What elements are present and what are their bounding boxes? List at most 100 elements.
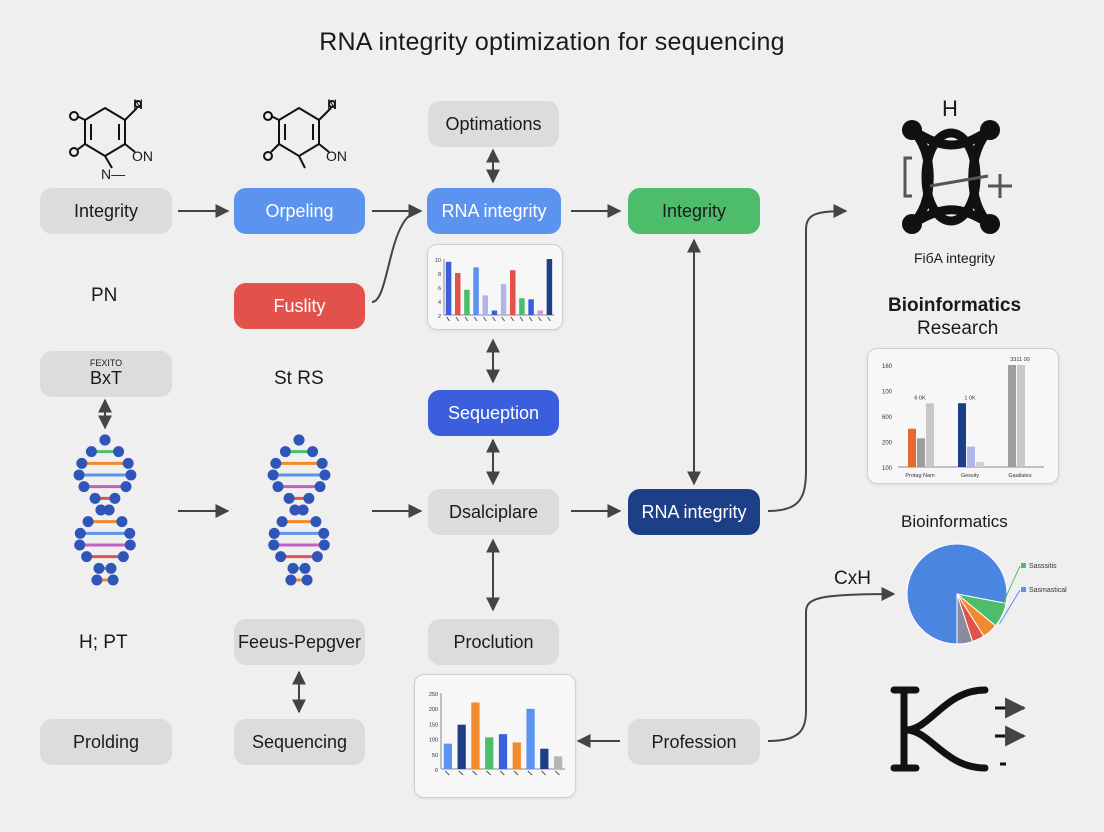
y-tick-label: 100 (429, 738, 438, 744)
dna-node (81, 551, 93, 563)
node-sequeption[interactable]: Sequeption (428, 390, 559, 436)
x-tick (483, 316, 487, 322)
bar (526, 708, 535, 769)
dna-node (272, 481, 284, 493)
dna-node (78, 481, 90, 493)
dna-node (267, 469, 279, 481)
bar (967, 446, 975, 467)
dna-node (310, 516, 322, 528)
dna-node (91, 574, 103, 586)
node-dsalciplare[interactable]: Dsalciplare (428, 489, 559, 535)
y-tick-label: 6 (438, 286, 441, 292)
node-orpeling[interactable]: Orpeling (234, 188, 365, 234)
dna-node (120, 481, 132, 493)
data-label: 1 0K (964, 395, 976, 401)
dna-node (293, 434, 305, 446)
label-h-pt: H; PT (79, 632, 128, 653)
dna-node (275, 551, 287, 563)
atom-label: ON (326, 148, 347, 164)
y-tick-label: 10 (435, 258, 441, 264)
node-bxt[interactable]: FEXITO BxT (40, 351, 172, 397)
dna-node (319, 469, 331, 481)
x-tick (527, 770, 533, 776)
dna-node (124, 527, 136, 539)
y-tick-label: 100 (882, 466, 893, 472)
dna-node (117, 551, 129, 563)
y-tick-label: 160 (882, 364, 893, 370)
y-tick-label: 600 (882, 415, 893, 421)
x-tick (513, 770, 519, 776)
pie-slice (956, 593, 974, 645)
bio-title: Bioinformatics (888, 295, 1022, 316)
node-integrity-green[interactable]: Integrity (628, 188, 760, 234)
node-sequencing[interactable]: Sequencing (234, 719, 365, 765)
dna-node (74, 539, 86, 551)
icon-caption: FiбA integrity (914, 250, 996, 266)
x-tick (458, 770, 464, 776)
x-tick (492, 316, 496, 322)
x-tick-label: Protag Nam (905, 473, 935, 479)
dna-node (285, 574, 297, 586)
node-rna-integrity[interactable]: RNA integrity (427, 188, 561, 234)
dna-node (314, 481, 326, 493)
bar (455, 273, 461, 315)
dna-node (82, 516, 94, 528)
dna-node (299, 562, 311, 574)
dna-node (311, 551, 323, 563)
x-tick (528, 316, 533, 322)
label-pn: PN (91, 285, 118, 306)
atom-label: N— (101, 166, 126, 182)
dna-node (103, 504, 115, 516)
y-tick-label: 2 (438, 314, 441, 320)
dna-node (109, 492, 121, 504)
y-tick-label: 200 (429, 707, 438, 713)
label-st-rs: St RS (274, 368, 324, 389)
node-optimations[interactable]: Optimations (428, 101, 559, 147)
bar (500, 284, 507, 315)
dna-node (85, 446, 97, 458)
dna-helix-icon-1 (73, 434, 137, 586)
dna-node (289, 504, 301, 516)
node-fuslity[interactable]: Fuslity (234, 283, 365, 329)
arrow-rna-dark-to-icon (767, 204, 848, 512)
dna-node (276, 516, 288, 528)
x-tick (501, 316, 505, 322)
dna-node (73, 469, 85, 481)
legend-leader (999, 565, 1021, 612)
node-rna-integrity-dark[interactable]: RNA integrity (628, 489, 760, 535)
bar (976, 461, 984, 467)
dna-node (307, 446, 319, 458)
dna-node (99, 434, 111, 446)
dna-node (76, 457, 88, 469)
node-profession[interactable]: Profession (628, 719, 760, 765)
dna-node (89, 492, 101, 504)
bar (540, 748, 549, 769)
legend-entry: Sasssitis (1029, 563, 1057, 570)
x-tick (473, 316, 478, 322)
x-tick (446, 316, 450, 322)
bar (491, 310, 498, 315)
atom-label: ON (132, 148, 153, 164)
node-feeus-pepgver[interactable]: Feeus-Pepgver (234, 619, 365, 665)
node-proclution[interactable]: Proclution (428, 619, 559, 665)
x-tick (547, 316, 551, 322)
branch-icon (890, 686, 989, 772)
dna-node (268, 527, 280, 539)
x-tick (486, 770, 491, 776)
dna-node (301, 574, 313, 586)
bar (519, 298, 525, 315)
pie-title: Bioinformatics (901, 512, 1008, 531)
bar (485, 737, 494, 769)
dna-node (270, 457, 282, 469)
dna-node (113, 446, 125, 458)
y-tick-label: 0 (435, 768, 438, 774)
y-tick-label: 50 (432, 753, 438, 759)
x-tick (541, 770, 547, 776)
node-prolding[interactable]: Prolding (40, 719, 172, 765)
node-integrity[interactable]: Integrity (40, 188, 172, 234)
x-tick (444, 770, 450, 776)
